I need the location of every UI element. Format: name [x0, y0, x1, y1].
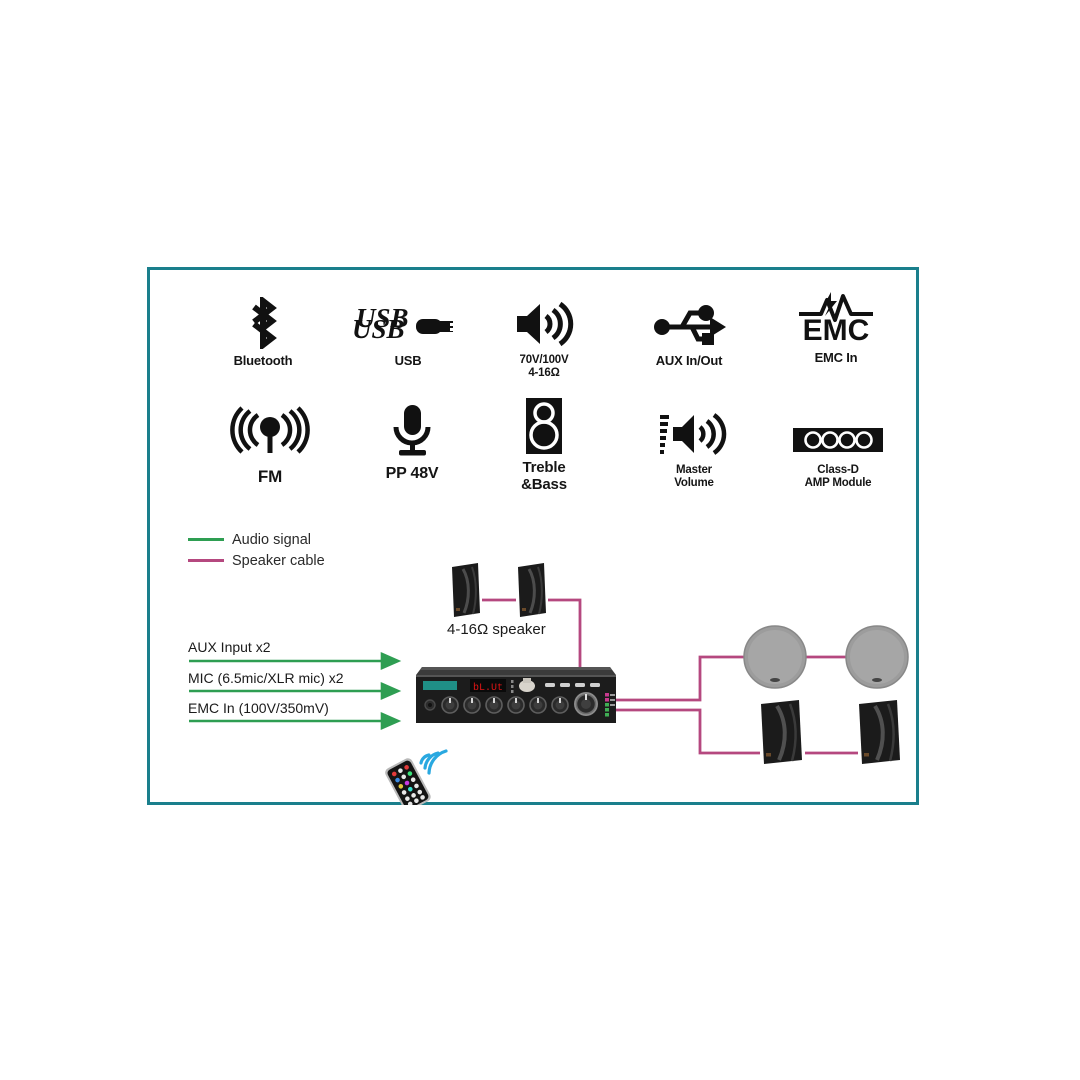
feature-label-line2: Volume — [674, 476, 714, 489]
bluetooth-icon — [241, 293, 285, 349]
feature-class-d-amp: Class-D AMP Module — [778, 403, 898, 490]
emc-icon: EMC — [791, 290, 881, 346]
amp-button — [560, 683, 570, 687]
amp-led-strip — [605, 693, 615, 717]
ceiling-speaker — [844, 624, 910, 690]
svg-text:USB: USB — [354, 314, 405, 344]
brand-badge — [423, 681, 457, 690]
feature-label: AUX In/Out — [655, 353, 723, 368]
wireless-signal-icon — [419, 749, 448, 775]
feature-label-line2: &Bass — [521, 475, 567, 493]
feature-master-volume: Master Volume — [634, 403, 754, 490]
feature-label: EMC In — [814, 350, 858, 365]
fm-antenna-icon — [220, 403, 320, 459]
class-d-amp-icon — [791, 403, 885, 459]
ceiling-speaker — [742, 624, 808, 690]
input-aux: AUX Input x2 — [188, 639, 400, 656]
feature-label: FM — [257, 467, 283, 486]
feature-label-line2: 4-16Ω — [528, 366, 560, 379]
feature-pp48v: PP 48V — [352, 403, 472, 483]
legend-item-audio-signal: Audio signal — [188, 529, 325, 550]
wall-speaker — [447, 561, 483, 619]
feature-fm: FM — [210, 403, 330, 486]
input-mic: MIC (6.5mic/XLR mic) x2 — [188, 670, 400, 687]
feature-label-line1: 70V/100V — [519, 354, 569, 366]
amp-button — [590, 683, 600, 687]
feature-usb: USB USB USB — [348, 293, 468, 369]
legend-label: Audio signal — [232, 531, 311, 548]
feature-treble-bass: Treble &Bass — [484, 398, 604, 494]
feature-label-line1: Treble — [522, 459, 566, 476]
speaker-waves-icon — [513, 293, 575, 349]
legend-swatch-audio — [188, 538, 224, 541]
master-volume-icon — [658, 403, 730, 459]
amp-master-knob — [574, 692, 598, 716]
legend-item-speaker-cable: Speaker cable — [188, 550, 325, 571]
aux-inout-icon — [652, 293, 726, 349]
wall-speaker — [513, 561, 549, 619]
svg-text:USB: USB — [356, 303, 409, 333]
microphone-icon — [386, 403, 438, 459]
feature-label: USB — [394, 353, 422, 368]
feature-label-line1: Class-D — [817, 464, 859, 476]
treble-bass-icon — [520, 398, 568, 456]
amp-knob-row — [441, 696, 569, 714]
mixer-amplifier[interactable]: bL.Ut — [414, 663, 616, 725]
input-label: AUX Input x2 — [188, 639, 271, 655]
usb-icon: USB USB — [354, 293, 462, 349]
input-label: EMC In (100V/350mV) — [188, 700, 329, 716]
amp-display-value: bL.Ut — [473, 682, 503, 694]
feature-label: PP 48V — [385, 465, 439, 482]
wall-speaker-pair-caption: 4-16Ω speaker — [447, 621, 546, 638]
feature-aux-inout: AUX In/Out — [629, 293, 749, 369]
input-label: MIC (6.5mic/XLR mic) x2 — [188, 670, 344, 686]
feature-label-line2: AMP Module — [804, 476, 872, 489]
feature-label: Bluetooth — [233, 353, 293, 368]
wall-speaker — [855, 698, 903, 766]
wall-speaker — [757, 698, 805, 766]
legend-swatch-speaker — [188, 559, 224, 562]
svg-text:EMC: EMC — [803, 314, 870, 346]
legend: Audio signal Speaker cable — [188, 529, 325, 571]
legend-label: Speaker cable — [232, 552, 325, 569]
feature-bluetooth: Bluetooth — [203, 293, 323, 369]
feature-label-line1: Master — [676, 464, 712, 476]
feature-70v-100v: 70V/100V 4-16Ω — [484, 293, 604, 380]
feature-emc-in: EMC EMC In — [776, 290, 896, 366]
amp-button — [545, 683, 555, 687]
amp-button — [575, 683, 585, 687]
ir-remote-control[interactable] — [381, 735, 453, 812]
input-emc: EMC In (100V/350mV) — [188, 700, 400, 717]
